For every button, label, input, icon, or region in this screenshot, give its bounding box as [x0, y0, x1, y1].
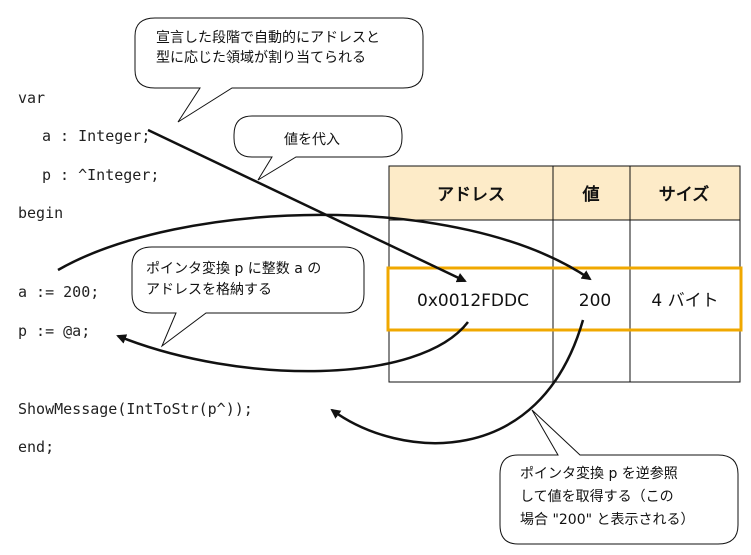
code-line-end: end;: [18, 438, 54, 456]
header-size: サイズ: [659, 184, 710, 205]
callout-deref-line2: して値を取得する（この: [520, 488, 674, 505]
callout-declaration-line2: 型に応じた領域が割り当てられる: [156, 49, 366, 66]
code-line-begin: begin: [18, 204, 63, 222]
cell-address: 0x0012FDDC: [417, 291, 529, 311]
callout-assign: 値を代入: [233, 115, 403, 181]
code-line-showmessage: ShowMessage(IntToStr(p^));: [18, 400, 253, 418]
callout-bubble: [131, 246, 365, 348]
arrow-address-to-p: [116, 321, 469, 373]
arrow-value-to-showmessage: [330, 319, 585, 445]
header-value: 値: [582, 184, 600, 205]
code-line-p-decl: p : ^Integer;: [42, 166, 159, 184]
code-line-assign-p: p := @a;: [18, 322, 90, 340]
callout-pointer-line2: アドレスを格納する: [146, 282, 272, 298]
code-line-var: var: [18, 89, 45, 107]
arrow-a-to-address: [147, 128, 467, 283]
callout-bubble: [134, 17, 424, 123]
callout-declaration: 宣言した段階で自動的にアドレスと 型に応じた領域が割り当てられる: [134, 17, 424, 123]
cell-size: 4 バイト: [651, 291, 718, 311]
callout-assign-text: 値を代入: [284, 132, 340, 148]
callout-bubble: [499, 409, 739, 545]
callout-bubble: [233, 115, 403, 181]
code-line-a-decl: a : Integer;: [42, 127, 150, 145]
arrows: [57, 128, 592, 445]
cell-value: 200: [579, 291, 611, 311]
callout-deref-line3: 場合 "200" と表示される）: [520, 512, 695, 528]
arrow-assign-to-value: [57, 213, 592, 281]
table-header-background: [389, 166, 740, 220]
callout-pointer-line1: ポインタ変換 p に整数 a の: [146, 260, 321, 277]
code-listing: var a : Integer; p : ^Integer; begin a :…: [18, 89, 253, 456]
memory-table: アドレス 値 サイズ 0x0012FDDC 200 4 バイト: [386, 165, 743, 383]
code-line-assign-a: a := 200;: [18, 283, 99, 301]
callout-pointer: ポインタ変換 p に整数 a の アドレスを格納する: [131, 246, 365, 348]
highlighted-row-outline: [386, 266, 743, 332]
header-address: アドレス: [437, 185, 505, 205]
callout-deref: ポインタ変換 p を逆参照 して値を取得する（この 場合 "200" と表示され…: [499, 409, 739, 545]
callout-declaration-line1: 宣言した段階で自動的にアドレスと: [156, 30, 380, 46]
callout-deref-line1: ポインタ変換 p を逆参照: [520, 465, 678, 482]
